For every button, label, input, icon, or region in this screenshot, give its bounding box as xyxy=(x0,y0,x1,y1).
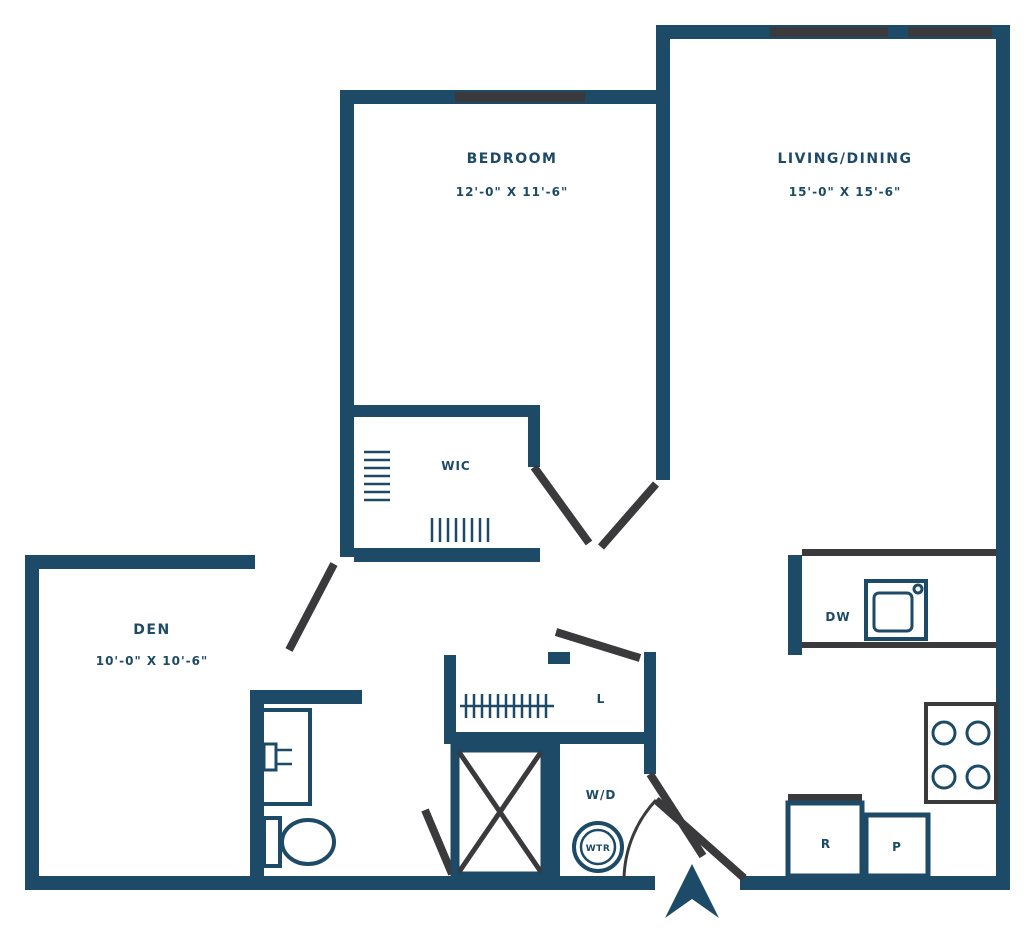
toilet-tank xyxy=(262,816,282,868)
wall xyxy=(644,732,656,774)
kitchen-sink xyxy=(864,579,928,641)
shower-x xyxy=(456,750,544,874)
vanity-sink xyxy=(260,708,312,806)
pantry-box xyxy=(863,812,931,879)
laundry-label: W/D xyxy=(586,788,617,802)
den-dimensions: 10'-0" X 10'-6" xyxy=(96,654,209,668)
wall xyxy=(644,652,656,744)
kitchen: DW R P xyxy=(785,549,998,879)
toilet-bowl xyxy=(280,818,336,866)
wall xyxy=(25,555,39,890)
window xyxy=(908,27,992,37)
counter-edge xyxy=(802,642,996,648)
bath-door-swing xyxy=(421,808,456,876)
wall xyxy=(996,25,1010,890)
laundry-area: W/D WTR L xyxy=(572,692,624,873)
wall xyxy=(788,555,802,655)
bedroom-label: BEDROOM xyxy=(467,151,558,167)
wall xyxy=(250,690,362,704)
linen-label: L xyxy=(597,692,606,706)
stove xyxy=(924,702,998,804)
shower xyxy=(450,743,550,881)
wall xyxy=(444,655,456,744)
window xyxy=(770,27,888,37)
closet-door-swing xyxy=(530,464,593,546)
den-door-swing xyxy=(285,562,338,652)
living-dining-label: LIVING/DINING xyxy=(778,151,913,167)
den-label: DEN xyxy=(133,622,170,638)
counter-edge xyxy=(802,549,996,556)
burner-icon xyxy=(965,764,991,790)
doors xyxy=(285,464,747,881)
wall xyxy=(740,876,1010,890)
north-arrow-icon xyxy=(665,864,719,918)
pantry-label: P xyxy=(892,840,902,854)
wall xyxy=(548,744,560,876)
refrigerator-label: R xyxy=(821,837,831,851)
toilet xyxy=(262,816,336,868)
water-heater-label: WTR xyxy=(586,844,611,854)
wall xyxy=(656,25,670,480)
bedroom-dimensions: 12'-0" X 11'-6" xyxy=(456,185,569,199)
burner-icon xyxy=(931,764,957,790)
wall xyxy=(354,548,540,562)
dishwasher-label: DW xyxy=(825,610,850,624)
entry-door-arc xyxy=(622,798,658,879)
wall xyxy=(548,652,570,664)
room-labels: BEDROOM 12'-0" X 11'-6" LIVING/DINING 15… xyxy=(96,151,913,668)
wall xyxy=(25,876,655,890)
bathroom xyxy=(260,708,550,881)
wall xyxy=(25,555,255,569)
wall xyxy=(340,90,354,557)
faucet-icon xyxy=(912,583,924,595)
windows xyxy=(455,27,992,102)
wall xyxy=(528,405,540,467)
burner-icon xyxy=(931,720,957,746)
living-dining-dimensions: 15'-0" X 15'-6" xyxy=(789,185,902,199)
counter-edge xyxy=(788,794,862,803)
water-heater-inner xyxy=(579,828,617,866)
bedroom-door-swing xyxy=(597,481,660,550)
burner-icon xyxy=(965,720,991,746)
wall xyxy=(444,732,656,744)
wall xyxy=(354,405,538,417)
walk-in-closet-label: WIC xyxy=(441,459,471,473)
linen-door-swing xyxy=(554,628,642,662)
vanity-outline xyxy=(260,708,312,806)
faucet-icon xyxy=(262,742,278,772)
closet-shelving xyxy=(364,450,554,718)
refrigerator-box xyxy=(785,800,865,879)
window xyxy=(455,92,585,102)
stove-outline xyxy=(924,702,998,804)
sink-basin xyxy=(872,591,914,633)
walls xyxy=(25,25,1010,890)
entry-door-swing xyxy=(653,797,747,881)
